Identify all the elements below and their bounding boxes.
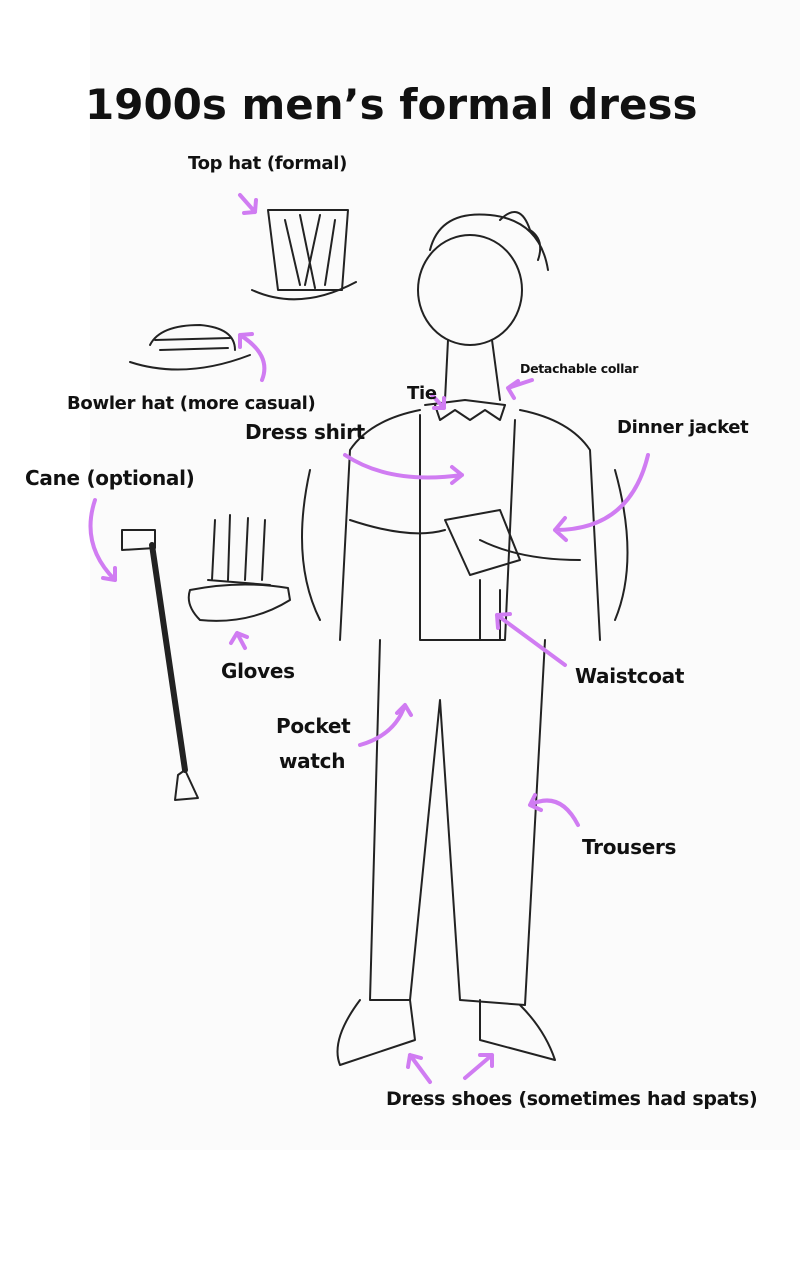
trousers-arrow (528, 793, 580, 827)
bowler-hat-arrow (238, 332, 267, 382)
label-bowler-hat: Bowler hat (more casual) (67, 393, 316, 414)
label-gloves: Gloves (221, 659, 295, 683)
dinner-jacket-arrow (553, 453, 650, 542)
waistcoat-arrow (495, 612, 567, 667)
label-tie: Tie (407, 383, 437, 404)
label-dress-shirt: Dress shirt (245, 420, 365, 444)
label-pocket-watch-line1: Pocket (276, 714, 351, 738)
cane-sketch (121, 529, 199, 801)
label-waistcoat: Waistcoat (575, 664, 685, 688)
cane-arrow (88, 498, 117, 582)
label-detachable-collar: Detachable collar (520, 361, 639, 376)
label-cane: Cane (optional) (25, 466, 195, 490)
left-shoe-arrow (406, 1053, 432, 1084)
man-figure-sketch (301, 211, 629, 1066)
label-pocket-watch-line2: watch (279, 749, 346, 773)
page-title: 1900s men’s formal dress (85, 80, 698, 129)
right-shoe-arrow (463, 1053, 494, 1080)
dress-shirt-arrow (343, 453, 464, 485)
label-dress-shoes: Dress shoes (sometimes had spats) (386, 1088, 758, 1110)
top-hat-arrow (238, 193, 258, 215)
bowler-hat-sketch (129, 324, 251, 371)
tie-arrow (430, 393, 446, 410)
gloves-sketch (187, 514, 291, 622)
collar-arrow (506, 378, 534, 400)
label-top-hat: Top hat (formal) (188, 153, 348, 174)
label-dinner-jacket: Dinner jacket (617, 417, 749, 438)
label-trousers: Trousers (582, 835, 677, 859)
top-hat-sketch (251, 209, 357, 301)
gloves-arrow (229, 631, 249, 650)
pocket-watch-arrow (358, 703, 413, 747)
paper-background (90, 0, 800, 1150)
